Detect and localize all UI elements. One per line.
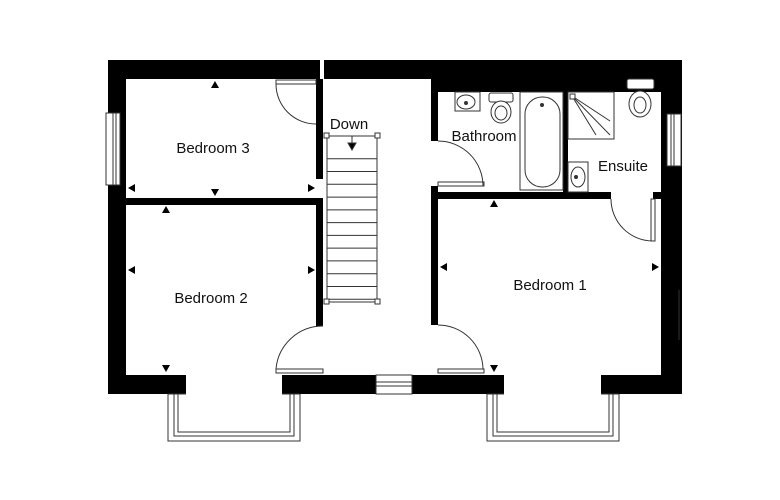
wall-bath-top: [432, 79, 661, 92]
wall-hall-right-lower: [431, 194, 438, 325]
door-swing-icon: [437, 324, 485, 374]
stair-label: Down: [330, 116, 368, 133]
dimension-arrow-icon: [652, 263, 659, 271]
wall-top-left: [108, 60, 320, 79]
dimension-arrow-icon: [490, 365, 498, 372]
dimension-arrow-icon: [211, 81, 219, 88]
windows: [105, 112, 682, 395]
ensuite-fixtures: [567, 78, 655, 193]
dimension-arrow-icon: [162, 365, 170, 372]
wall-hall-left-lower: [316, 198, 323, 326]
toilet-icon: [488, 92, 514, 124]
interior-walls: [126, 79, 661, 326]
bay-window-bed1: [486, 393, 620, 442]
wall-bottom-2: [282, 375, 376, 394]
stair-treads: [327, 158, 377, 300]
door-swing-icon: [275, 325, 324, 374]
dimension-arrow-icon: [490, 200, 498, 207]
window-icon: [375, 374, 413, 395]
doors: [275, 79, 656, 374]
wall-hall-right-upper: [431, 79, 438, 141]
wall-ensuite-stub: [653, 192, 661, 199]
shower-tray-icon: [567, 91, 615, 140]
staircase: [323, 132, 381, 305]
window-icon: [666, 113, 682, 167]
bay-window-bed2: [167, 393, 301, 442]
wall-hall-right-mid: [431, 186, 438, 194]
basin-icon: [454, 91, 481, 112]
wall-bath-ensuite: [563, 92, 568, 192]
wall-right: [661, 60, 682, 394]
bathtub-icon: [519, 91, 564, 191]
toilet-icon: [626, 78, 655, 118]
dimension-arrow-icon: [308, 266, 315, 274]
outer-walls: [108, 60, 682, 394]
dimension-arrow-icon: [128, 266, 135, 274]
room-label-bedroom-1: Bedroom 1: [513, 277, 586, 294]
wall-bottom-4: [601, 375, 682, 394]
wall-bed3-bed2: [126, 198, 319, 205]
dimension-arrow-icon: [211, 189, 219, 196]
down-arrow-icon: [347, 136, 357, 152]
wall-left: [108, 60, 126, 394]
room-label-bedroom-3: Bedroom 3: [176, 140, 249, 157]
wall-top-right: [324, 60, 682, 79]
door-swing-icon: [610, 198, 656, 242]
door-swing-icon: [275, 79, 317, 125]
dimension-arrow-icon: [440, 263, 447, 271]
wall-bath-bed1: [431, 192, 611, 199]
room-label-bathroom: Bathroom: [451, 128, 516, 145]
wall-hall-left-upper: [316, 79, 323, 179]
door-swing-icon: [437, 140, 485, 187]
dimension-arrow-icon: [128, 184, 135, 192]
wall-bottom-1: [108, 375, 186, 394]
stair-outline: [326, 135, 378, 303]
room-label-bedroom-2: Bedroom 2: [174, 290, 247, 307]
dimension-arrow-icon: [308, 184, 315, 192]
dimension-arrows: [128, 81, 659, 372]
room-label-ensuite: Ensuite: [598, 158, 648, 175]
basin-icon: [567, 161, 589, 193]
window-icon: [105, 112, 121, 186]
wall-bottom-3: [412, 375, 504, 394]
dimension-arrow-icon: [162, 206, 170, 213]
bathroom-fixtures: [454, 91, 564, 191]
